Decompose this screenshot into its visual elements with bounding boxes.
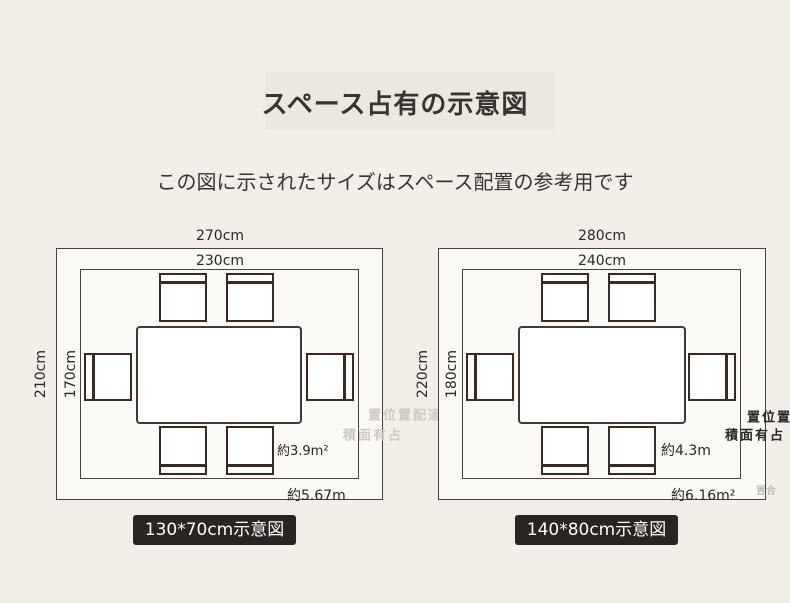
legend-occupied-area: 占有面積: [340, 428, 400, 442]
outer-depth-label: 210cm: [33, 350, 49, 399]
inner-width-label: 240cm: [577, 253, 627, 269]
outer-width-label: 270cm: [195, 228, 245, 244]
chair-bottom-right: [608, 426, 656, 475]
chair-top-left: [159, 273, 207, 322]
chair-left: [466, 353, 514, 401]
faint-note: 置合: [756, 486, 776, 497]
chair-bottom-left: [541, 426, 589, 475]
chair-top-right: [608, 273, 656, 322]
chair-right: [688, 353, 736, 401]
title-highlight: [265, 72, 555, 130]
page-title: スペース占有の示意図: [261, 90, 529, 120]
chair-top-right: [226, 273, 274, 322]
outer-width-label: 280cm: [577, 228, 627, 244]
chair-bottom-right: [226, 426, 274, 475]
outer-area-label: 約6.16m²: [671, 488, 736, 504]
outer-depth-label: 220cm: [415, 350, 431, 399]
chair-bottom-left: [159, 426, 207, 475]
caption-140x80: 140*80cm示意図: [515, 515, 678, 545]
inner-width-label: 230cm: [195, 253, 245, 269]
inner-area-label: 約3.9m²: [277, 444, 329, 459]
legend-occupied-area: 占有面積: [722, 428, 782, 442]
chair-left: [84, 353, 132, 401]
legend-recommended-position: 基準最適配置位置: [744, 410, 790, 424]
chair-top-left: [541, 273, 589, 322]
inner-depth-label: 170cm: [63, 350, 79, 399]
dining-table: [518, 326, 686, 424]
page-subtitle: この図に示されたサイズはスペース配置の参考用です: [156, 170, 634, 194]
dining-table: [136, 326, 302, 424]
inner-depth-label: 180cm: [444, 350, 460, 399]
chair-right: [306, 353, 354, 401]
inner-area-label: 約4.3m: [661, 443, 711, 459]
outer-area-label: 約5.67m: [287, 488, 346, 504]
caption-130x70: 130*70cm示意図: [133, 515, 296, 545]
